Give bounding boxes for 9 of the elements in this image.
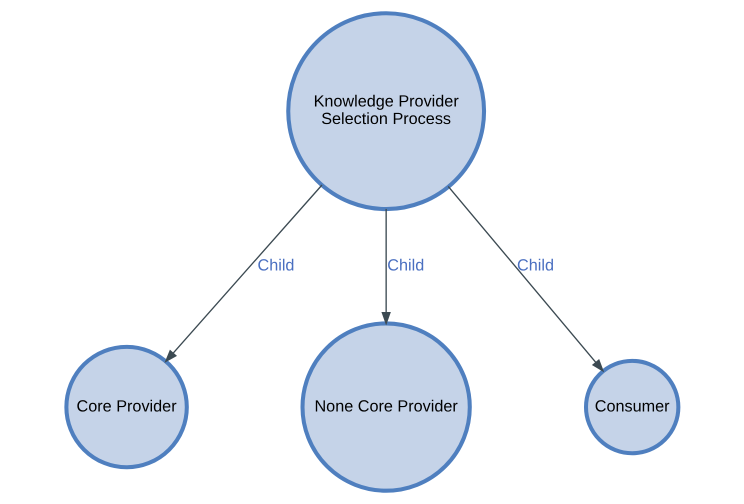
arrow: [447, 186, 604, 372]
edge-label: Child: [256, 256, 294, 274]
arrow: [380, 208, 390, 326]
node-circle: Knowledge Provider Selection Process: [286, 11, 486, 212]
edge-label: Child: [516, 256, 554, 274]
node-circle: Core Provider: [64, 344, 188, 470]
arrow: [164, 184, 322, 363]
edge-label: Child: [386, 256, 424, 274]
node-circle: None Core Provider: [300, 321, 472, 493]
